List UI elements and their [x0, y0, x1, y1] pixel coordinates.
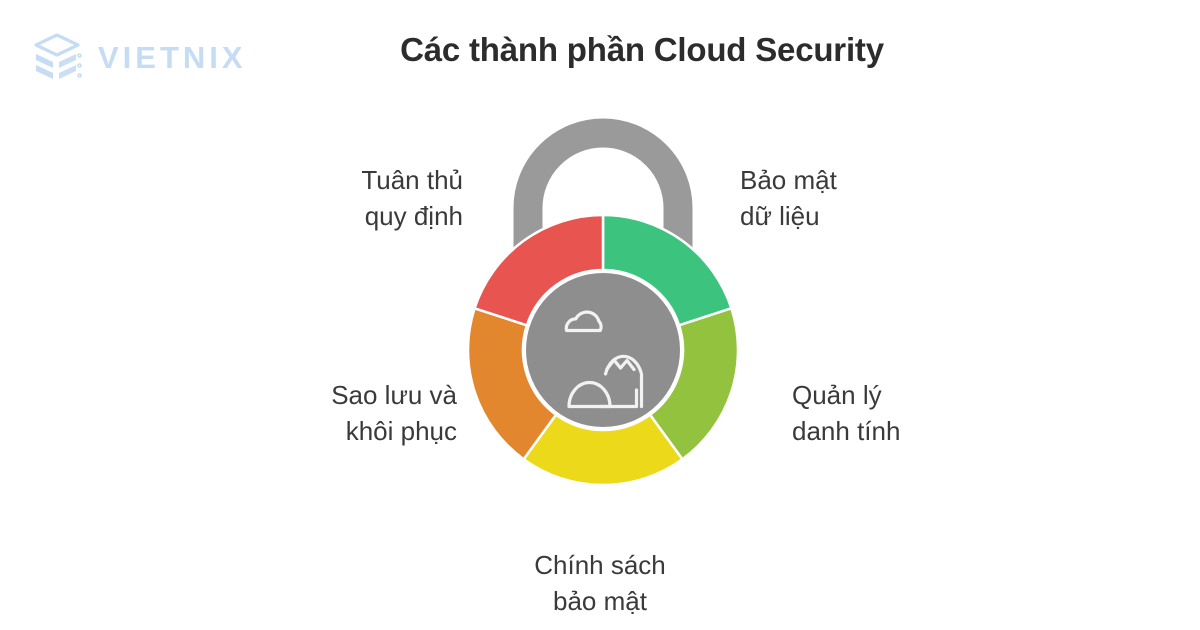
cloud-mountains-icon [564, 310, 644, 409]
label-security-policy-line2: bảo mật [553, 585, 647, 616]
label-compliance-line2: quy định [364, 200, 463, 231]
label-backup-recovery-line1: Sao lưu và [331, 380, 457, 410]
brand-logo: VIETNIX [28, 28, 247, 86]
padlock-shackle-icon [513, 118, 693, 360]
page-title: Các thành phần Cloud Security [400, 31, 884, 68]
label-security-policy: Chính sách bảo mật [0, 548, 1200, 620]
stacked-layers-icon [34, 33, 82, 79]
brand-wordmark: VIETNIX [98, 39, 247, 75]
label-identity-management: Quản lý danh tính [792, 378, 900, 450]
label-compliance-line1: Tuân thủ [361, 165, 463, 195]
label-data-security-line2: dữ liệu [740, 200, 820, 231]
label-backup-recovery-line2: khôi phục [345, 415, 457, 446]
label-backup-recovery: Sao lưu và khôi phục [331, 378, 457, 450]
label-data-security: Bảo mật dữ liệu [740, 163, 837, 235]
label-identity-management-line1: Quản lý [792, 380, 882, 410]
label-security-policy-line1: Chính sách [534, 550, 666, 580]
label-data-security-line1: Bảo mật [740, 165, 837, 195]
label-compliance: Tuân thủ quy định [361, 163, 463, 235]
label-identity-management-line2: danh tính [792, 415, 901, 446]
